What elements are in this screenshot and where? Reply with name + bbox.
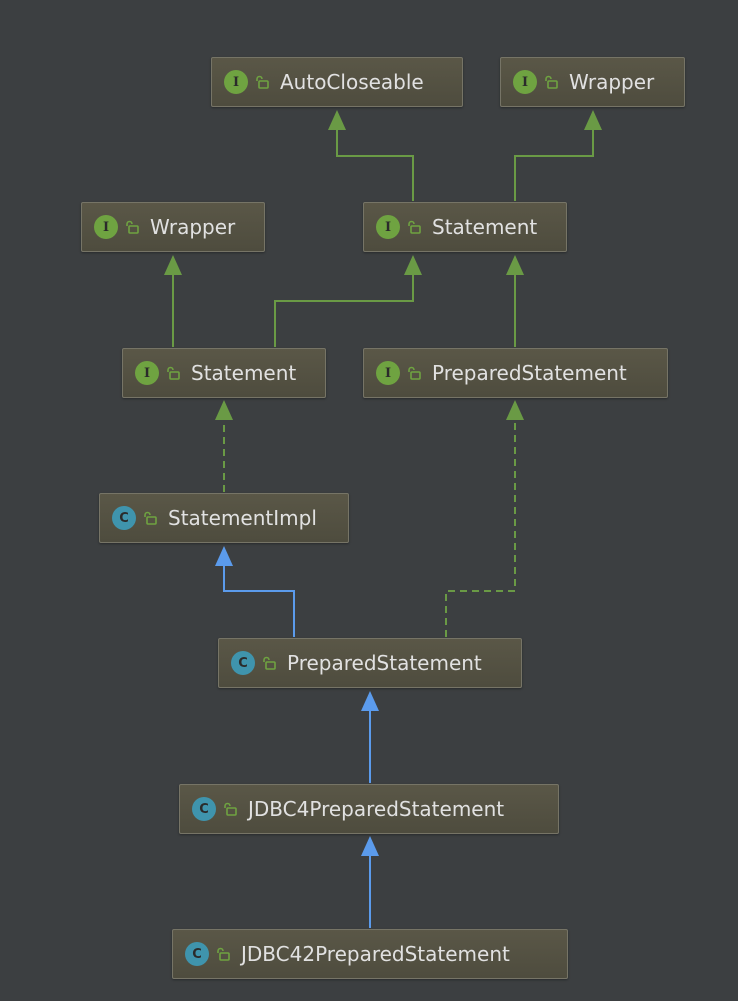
lock-icon [408,366,421,380]
node-label: Statement [432,215,538,239]
node-label: PreparedStatement [287,651,482,675]
class-badge-icon: C [231,651,255,675]
edge-preparedstatement-statementimpl [223,564,295,637]
inheritance-arrowhead-icon [404,255,422,275]
interface-badge-icon: I [376,215,400,239]
interface-badge-icon: I [224,70,248,94]
lock-icon [217,947,230,961]
node-label: Wrapper [569,70,655,94]
inheritance-arrowhead-icon [328,110,346,130]
node-autocloseable[interactable]: I AutoCloseable [211,57,463,107]
edge-statement-autocloseable [336,128,414,201]
class-badge-icon: C [185,942,209,966]
node-statement-java[interactable]: I Statement [363,202,567,252]
inheritance-arrowhead-icon [506,255,524,275]
node-label: Statement [191,361,297,385]
lock-icon [144,511,157,525]
node-label: StatementImpl [168,506,317,530]
class-badge-icon: C [112,506,136,530]
lock-icon [224,802,237,816]
edge-statement-wrapper [514,128,594,201]
inheritance-arrowhead-icon [584,110,602,130]
node-statement-jdbc[interactable]: I Statement [122,348,326,398]
edge-jdbc-statement-statement [274,273,414,347]
node-statementimpl[interactable]: C StatementImpl [99,493,349,543]
interface-badge-icon: I [513,70,537,94]
interface-badge-icon: I [135,361,159,385]
node-label: AutoCloseable [280,70,424,94]
node-wrapper-top[interactable]: I Wrapper [500,57,685,107]
lock-icon [256,75,269,89]
lock-icon [167,366,180,380]
inheritance-arrowhead-icon [215,546,233,566]
lock-icon [263,656,276,670]
inheritance-arrowhead-icon [506,400,524,420]
node-preparedstatement-class[interactable]: C PreparedStatement [218,638,522,688]
interface-badge-icon: I [376,361,400,385]
node-label: JDBC42PreparedStatement [241,942,510,966]
node-preparedstatement-java[interactable]: I PreparedStatement [363,348,668,398]
class-badge-icon: C [192,797,216,821]
lock-icon [545,75,558,89]
node-label: JDBC4PreparedStatement [248,797,505,821]
lock-icon [408,220,421,234]
inheritance-arrowhead-icon [164,255,182,275]
inheritance-arrowhead-icon [361,836,379,856]
inheritance-arrowhead-icon [215,400,233,420]
node-jdbc42preparedstatement[interactable]: C JDBC42PreparedStatement [172,929,568,979]
node-jdbc4preparedstatement[interactable]: C JDBC4PreparedStatement [179,784,559,834]
node-label: Wrapper [150,215,236,239]
inheritance-arrowhead-icon [361,691,379,711]
lock-icon [126,220,139,234]
edge-preparedstatement-class-interface [445,418,516,637]
node-wrapper-left[interactable]: I Wrapper [81,202,265,252]
interface-badge-icon: I [94,215,118,239]
node-label: PreparedStatement [432,361,627,385]
